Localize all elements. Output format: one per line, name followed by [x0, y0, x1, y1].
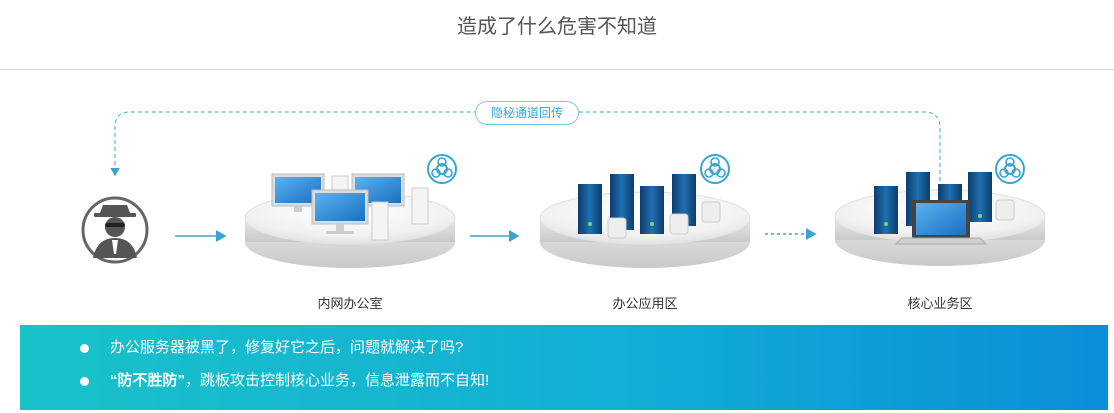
- bullet-dot-icon: [80, 344, 89, 353]
- app-servers: [578, 174, 721, 239]
- biohazard-icon: [995, 154, 1025, 184]
- header-divider: [0, 69, 1114, 70]
- biohazard-icon: [700, 154, 730, 184]
- summary-banner: 办公服务器被黑了，修复好它之后，问题就解决了吗? “防不胜防”，跳板攻击控制核心…: [20, 325, 1108, 410]
- hidden-tunnel-path: [110, 111, 941, 188]
- banner-line-2: “防不胜防”，跳板攻击控制核心业务，信息泄露而不自知!: [110, 371, 489, 391]
- zone-label-app: 办公应用区: [612, 296, 678, 311]
- biohazard-icon: [427, 154, 457, 184]
- hacker-icon: [81, 196, 149, 264]
- banner-quote-open: “: [110, 372, 118, 389]
- office-computers: [271, 173, 429, 241]
- laptop-icon: [894, 200, 988, 245]
- zone-label-core: 核心业务区: [907, 296, 973, 311]
- banner-emphasis: 防不胜防: [117, 372, 178, 389]
- hidden-tunnel-label: 隐秘通道回传: [475, 101, 579, 125]
- bullet-dot-icon: [80, 377, 89, 386]
- banner-line-2-rest: ，跳板攻击控制核心业务，信息泄露而不自知!: [185, 372, 490, 389]
- banner-line-1: 办公服务器被黑了，修复好它之后，问题就解决了吗?: [110, 339, 464, 356]
- page-title: 造成了什么危害不知道: [457, 16, 657, 38]
- banner-quote-close: ”: [177, 372, 186, 389]
- attack-path-diagram: [81, 111, 1046, 268]
- zone-label-office: 内网办公室: [317, 296, 383, 311]
